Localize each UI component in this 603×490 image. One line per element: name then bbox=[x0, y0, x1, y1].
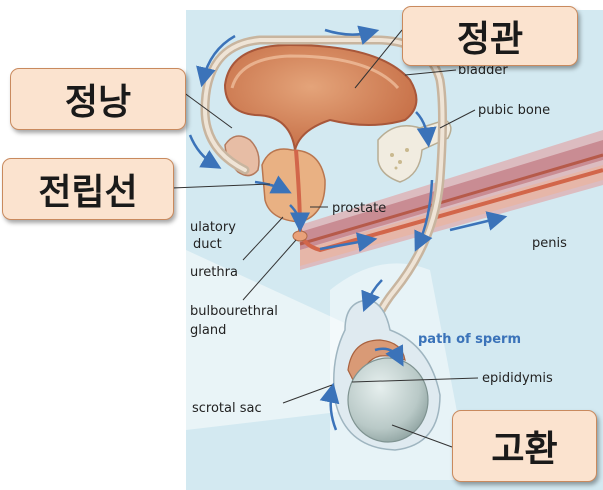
bulbourethral-gland-shape bbox=[292, 230, 308, 242]
label-bulbourethral-1: bulbourethral bbox=[190, 304, 278, 319]
leader-lines bbox=[171, 29, 479, 448]
label-path-of-sperm: path of sperm bbox=[418, 332, 521, 347]
callout-prostate-gland: 전립선 bbox=[2, 158, 174, 220]
label-ejaculatory-1: ulatory bbox=[190, 220, 236, 235]
light-beam bbox=[186, 250, 360, 430]
testis-shape bbox=[347, 357, 429, 443]
label-epididymis: epididymis bbox=[482, 371, 553, 386]
sperm-path-arrows bbox=[188, 25, 508, 431]
callout-testis: 고환 bbox=[452, 410, 597, 482]
label-prostate: prostate bbox=[332, 201, 386, 216]
label-urethra: urethra bbox=[190, 265, 238, 280]
label-scrotal-sac: scrotal sac bbox=[192, 401, 262, 416]
label-pubic-bone: pubic bone bbox=[478, 103, 550, 118]
label-penis: penis bbox=[532, 236, 567, 251]
label-bulbourethral-2: gland bbox=[190, 323, 226, 338]
label-bladder: bladder bbox=[458, 63, 508, 78]
prostate-shape bbox=[261, 148, 326, 223]
callout-seminal-vesicle: 정낭 bbox=[10, 68, 186, 130]
callout-vas-deferens: 정관 bbox=[402, 6, 578, 66]
label-ejaculatory-2: duct bbox=[193, 237, 222, 252]
